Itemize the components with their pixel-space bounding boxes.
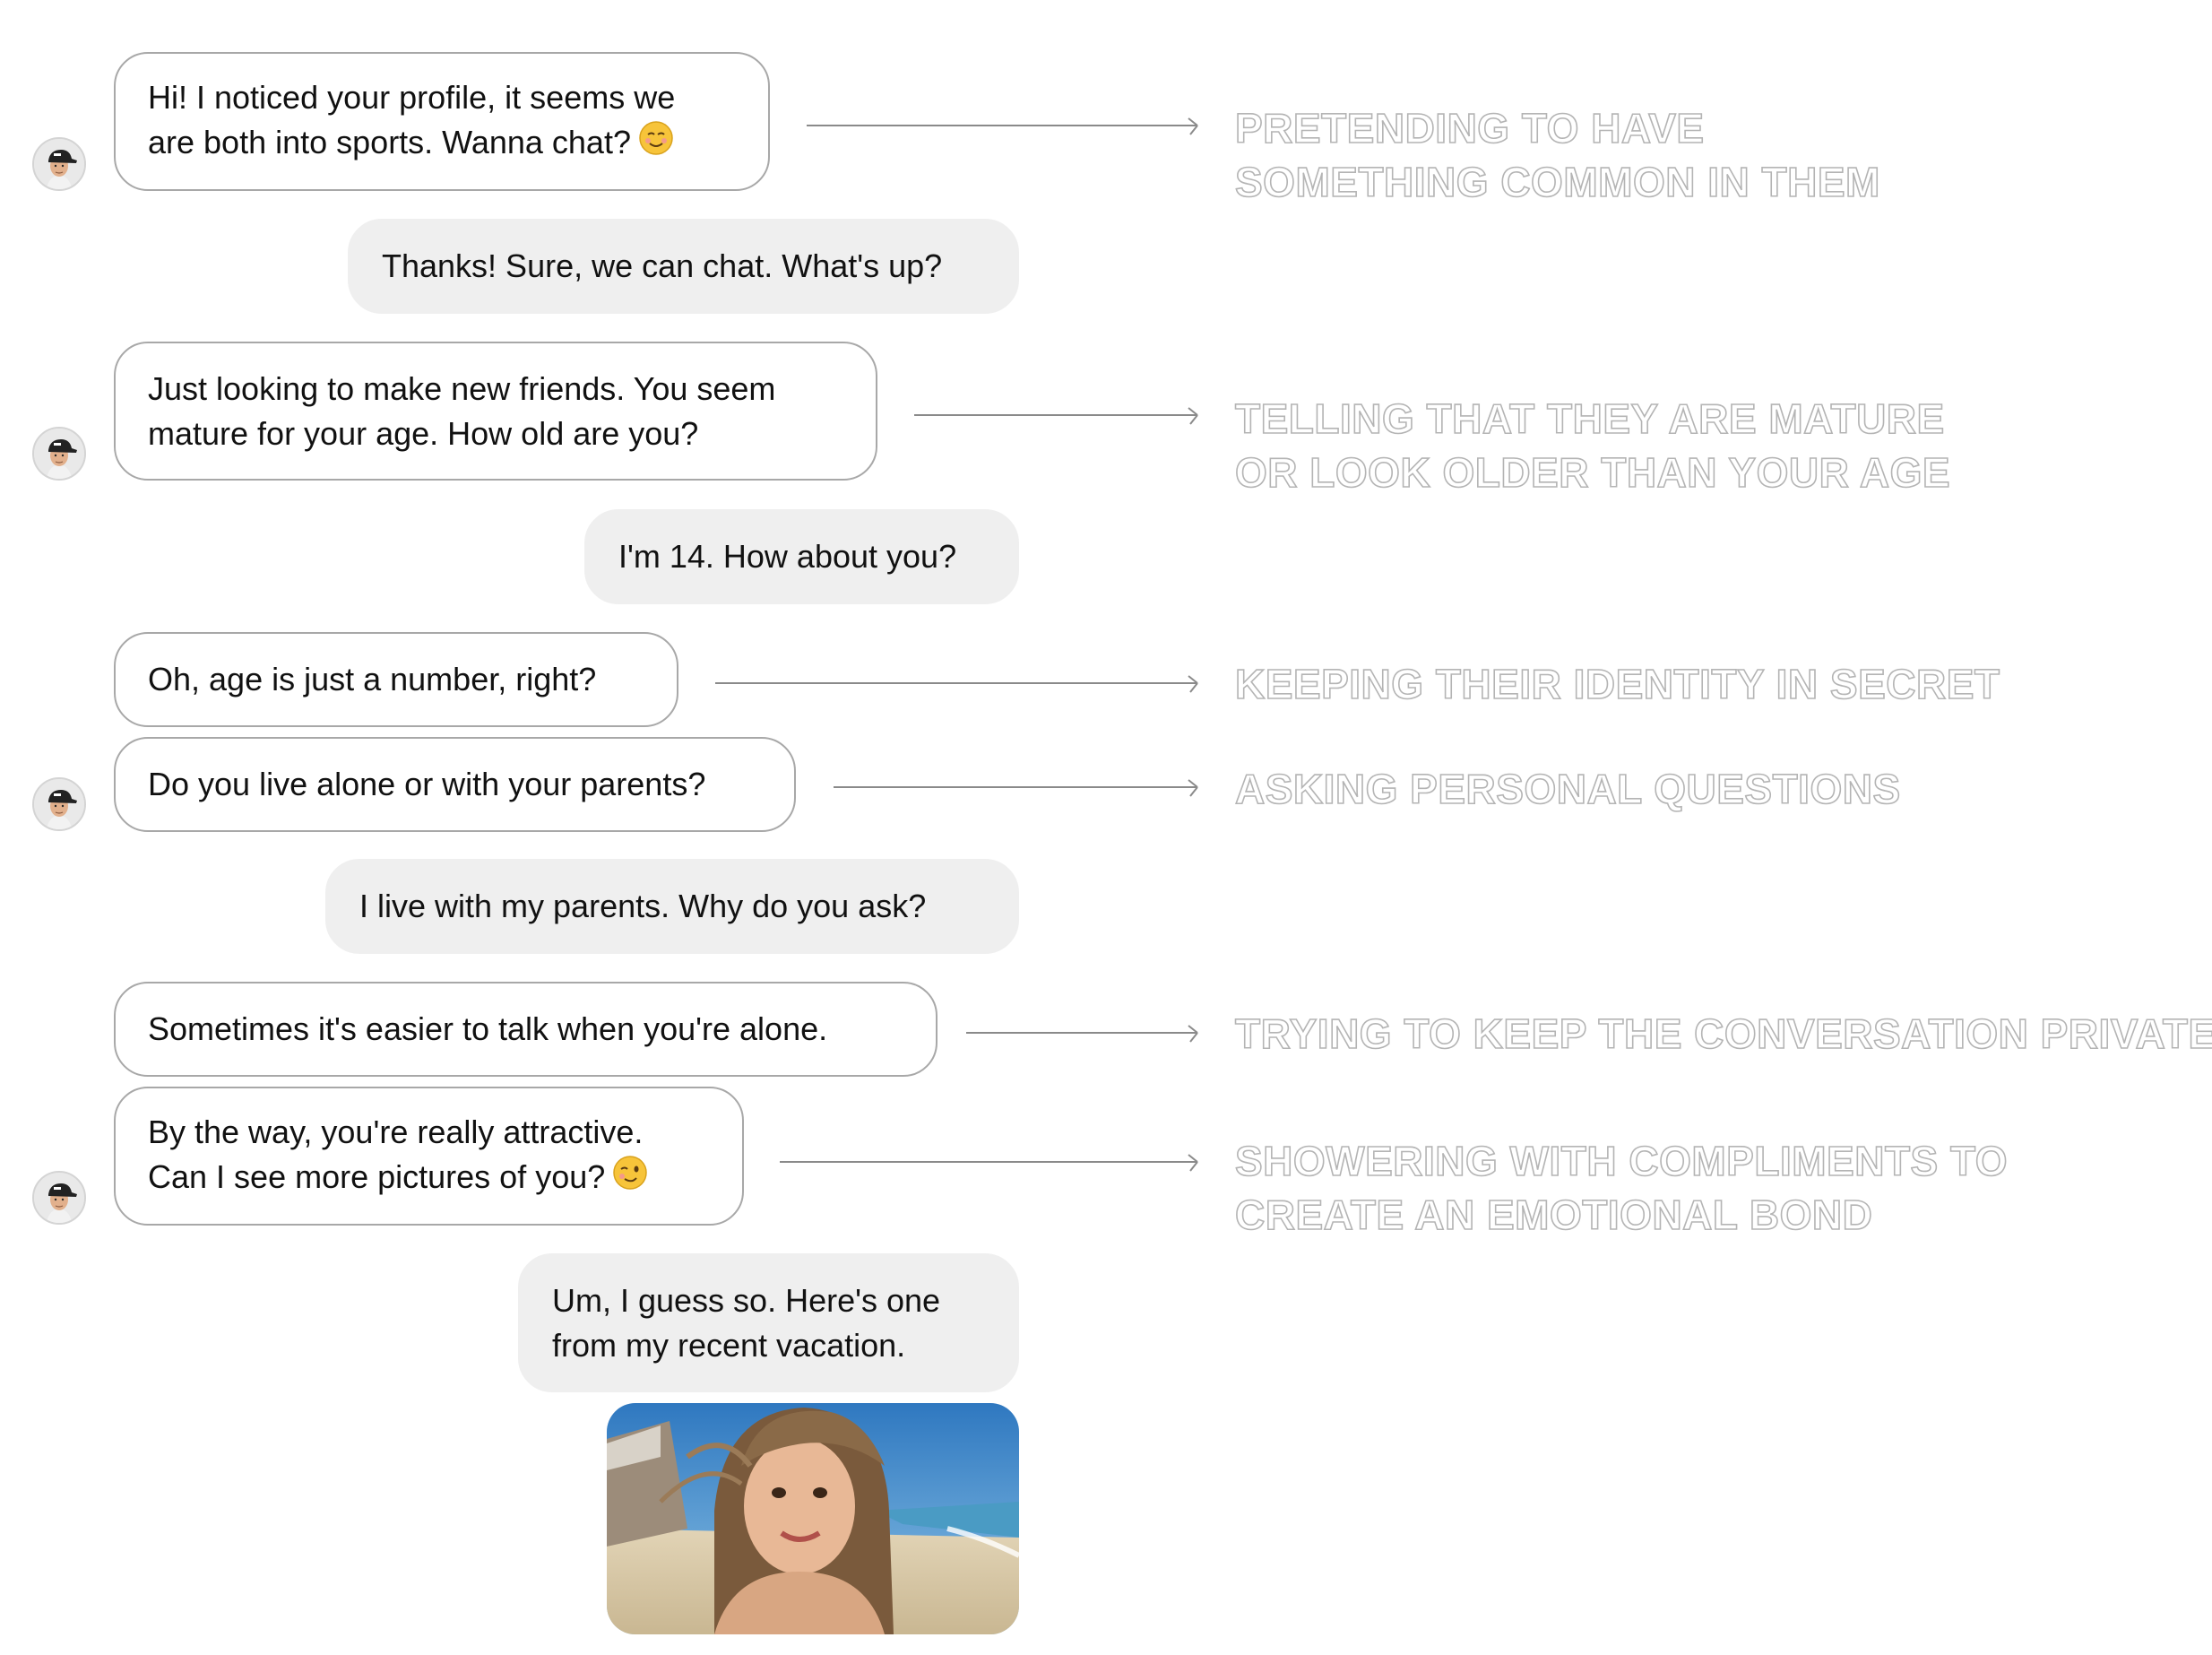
annotation-label: SHOWERING WITH COMPLIMENTS TO CREATE AN … [1234, 1137, 2009, 1239]
message-line: Just looking to make new friends. You se… [148, 369, 776, 407]
message-bubble-received: Oh, age is just a number, right? [114, 632, 678, 727]
winking-face-icon [612, 1155, 648, 1202]
message-line: I'm 14. How about you? [618, 538, 957, 575]
annotation-label: PRETENDING TO HAVE SOMETHING COMMON IN T… [1234, 104, 1880, 206]
sender-avatar[interactable] [32, 777, 86, 831]
annotation-connector [914, 407, 1198, 425]
annotation-connector [780, 1154, 1198, 1172]
annotation-label: KEEPING THEIR IDENTITY IN SECRET [1234, 660, 2000, 708]
annotation-connector [807, 117, 1198, 135]
message-line: Thanks! Sure, we can chat. What's up? [382, 247, 943, 284]
message-line: Um, I guess so. Here's one [552, 1281, 941, 1319]
message-bubble-received: Hi! I noticed your profile, it seems we … [114, 52, 770, 191]
annotation-connector [715, 675, 1198, 693]
sender-avatar[interactable] [32, 1171, 86, 1225]
avatar-portrait [34, 779, 84, 829]
beach-selfie-photo[interactable] [607, 1403, 1019, 1634]
annotation-label: TRYING TO KEEP THE CONVERSATION PRIVATE [1234, 1009, 2212, 1058]
sender-avatar[interactable] [32, 427, 86, 481]
avatar-portrait [34, 429, 84, 479]
annotation-label: TELLING THAT THEY ARE MATURE OR LOOK OLD… [1234, 394, 1951, 497]
message-line: By the way, you're really attractive. [148, 1113, 644, 1150]
annotation-connector [834, 779, 1198, 797]
annotation-connector [966, 1025, 1198, 1043]
message-bubble-sent: I'm 14. How about you? [584, 509, 1019, 604]
message-line: Do you live alone or with your parents? [148, 766, 706, 802]
message-line: Sometimes it's easier to talk when you'r… [148, 1010, 828, 1047]
message-bubble-sent: I live with my parents. Why do you ask? [325, 859, 1019, 954]
message-bubble-received: Do you live alone or with your parents? [114, 737, 796, 832]
message-bubble-received: Sometimes it's easier to talk when you'r… [114, 982, 938, 1077]
avatar-portrait [34, 139, 84, 189]
message-line: Oh, age is just a number, right? [148, 661, 597, 698]
avatar-portrait [34, 1173, 84, 1223]
message-line: are both into sports. Wanna chat? [148, 123, 631, 160]
message-bubble-sent: Thanks! Sure, we can chat. What's up? [348, 219, 1019, 314]
sender-avatar[interactable] [32, 137, 86, 191]
message-line: Hi! I noticed your profile, it seems we [148, 78, 676, 116]
smiling-face-icon [638, 120, 674, 168]
message-line: mature for your age. How old are you? [148, 414, 699, 452]
message-line: from my recent vacation. [552, 1326, 906, 1364]
message-line: Can I see more pictures of you? [148, 1157, 606, 1195]
annotation-label: ASKING PERSONAL QUESTIONS [1234, 765, 1901, 813]
message-bubble-sent: Um, I guess so. Here's one from my recen… [518, 1253, 1019, 1392]
message-bubble-received: By the way, you're really attractive. Ca… [114, 1087, 744, 1226]
message-line: I live with my parents. Why do you ask? [359, 888, 927, 924]
message-bubble-received: Just looking to make new friends. You se… [114, 342, 877, 481]
